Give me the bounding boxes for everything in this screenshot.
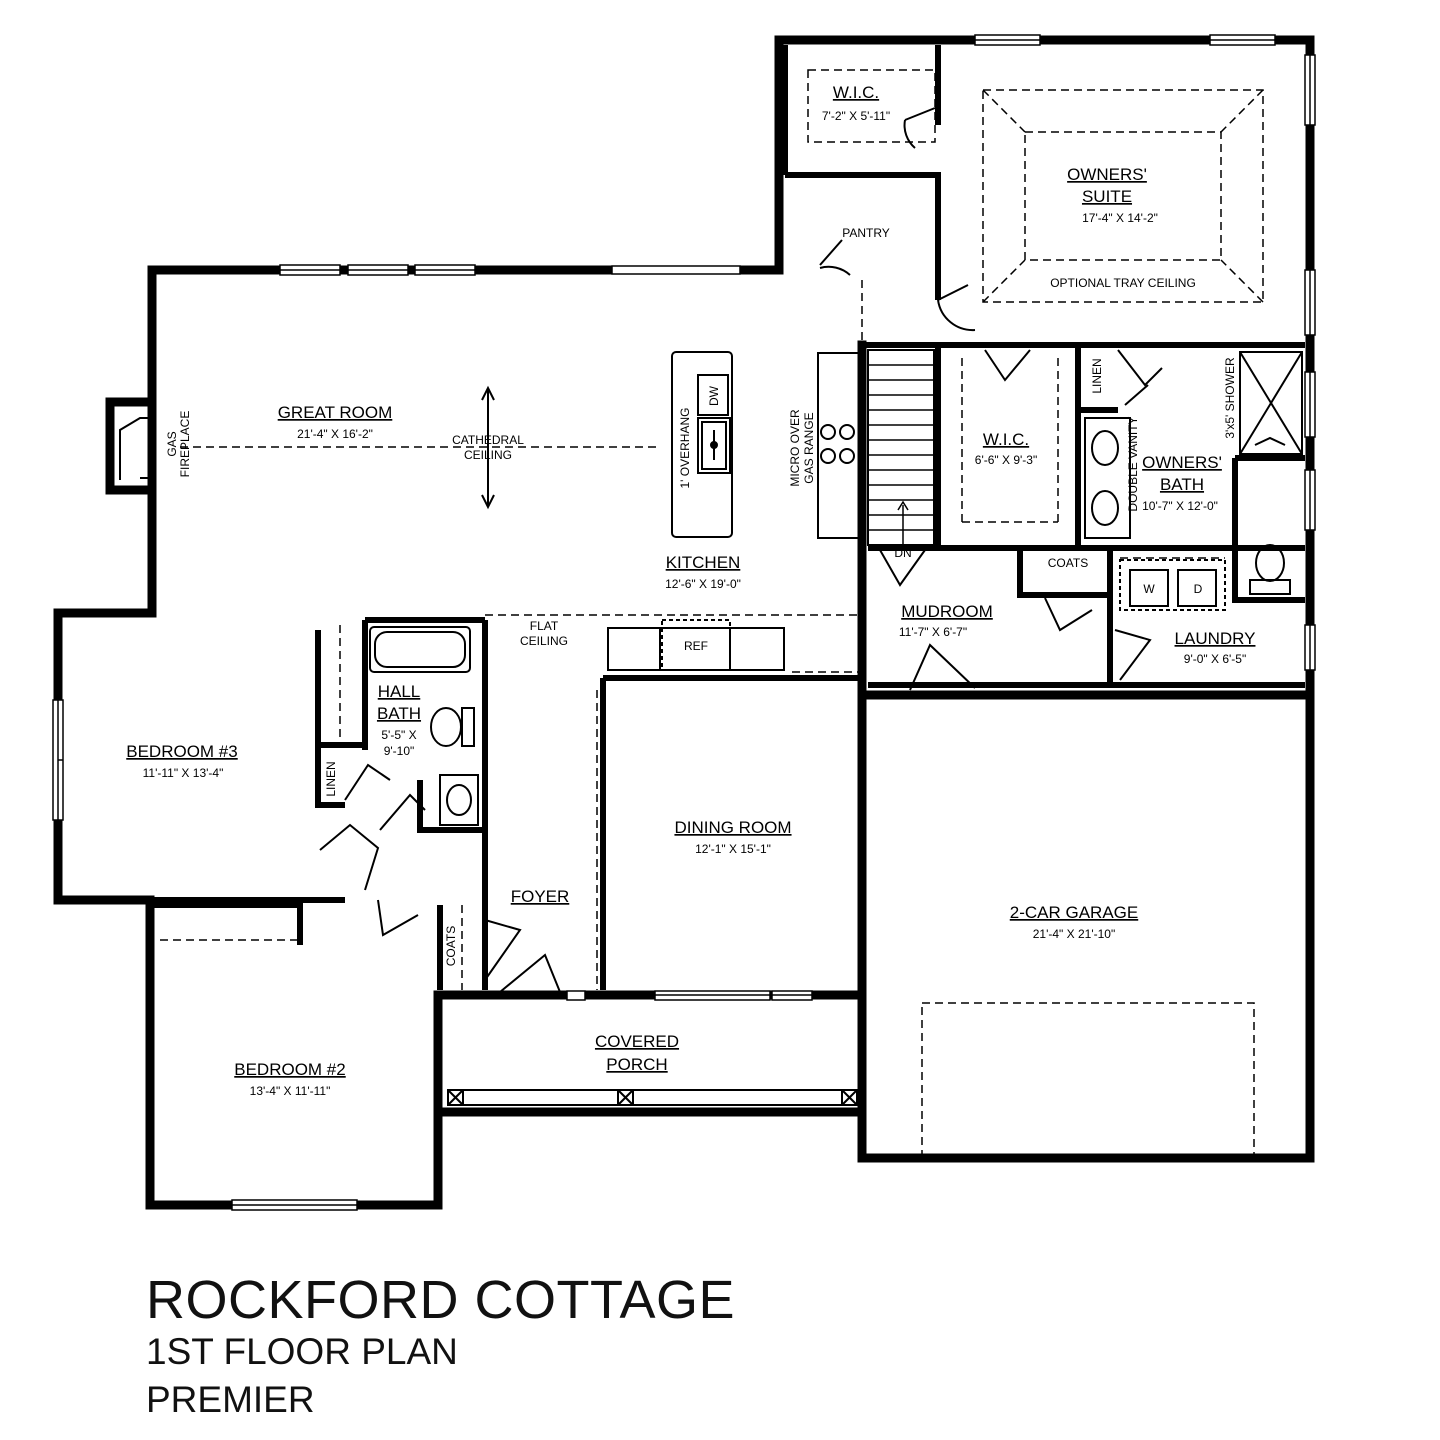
dn-label: DN	[894, 546, 911, 560]
micro-label-2: GAS RANGE	[802, 412, 816, 483]
interior-walls	[58, 45, 1305, 990]
pantry-label: PANTRY	[842, 226, 890, 240]
floor-plan-drawing: W.I.C. 7'-2" X 5'-11" OWNERS' SUITE 17'-…	[52, 34, 1316, 1211]
bath-fixtures	[369, 351, 1303, 826]
kitchen-dims: 12'-6" X 19'-0"	[665, 577, 741, 591]
washer-label: W	[1143, 582, 1155, 596]
dryer-label: D	[1194, 582, 1203, 596]
hall-bath-dims-2: 9'-10"	[384, 744, 415, 758]
garage-name: 2-CAR GARAGE	[1010, 903, 1138, 922]
bedroom2-dims: 13'-4" X 11'-11"	[250, 1084, 331, 1098]
owners-suite-name-2: SUITE	[1082, 187, 1132, 206]
kitchen-island	[671, 351, 733, 538]
dw-label: DW	[707, 385, 721, 406]
gas-fp-1: GAS	[165, 431, 179, 456]
owners-bath-name-2: BATH	[1160, 475, 1204, 494]
flat-ceiling-1: FLAT	[530, 619, 559, 633]
fireplace	[119, 417, 152, 480]
wic-top-dims: 7'-2" X 5'-11"	[822, 109, 890, 123]
doors	[319, 107, 1286, 993]
dashed-lines	[160, 69, 1264, 1159]
owners-bath-name-1: OWNERS'	[1142, 453, 1222, 472]
cathedral-1: CATHEDRAL	[452, 433, 524, 447]
plan-floor: 1ST FLOOR PLAN	[146, 1331, 458, 1372]
mudroom-name: MUDROOM	[901, 602, 993, 621]
windows	[52, 34, 1316, 1211]
linen-hall: LINEN	[324, 761, 338, 796]
stair	[857, 348, 935, 548]
plan-name: ROCKFORD COTTAGE	[146, 1270, 736, 1330]
owners-suite-dims: 17'-4" X 14'-2"	[1082, 211, 1158, 225]
mudroom-dims: 11'-7" X 6'-7"	[899, 625, 967, 639]
laundry-name: LAUNDRY	[1175, 629, 1256, 648]
title-block: ROCKFORD COTTAGE 1ST FLOOR PLAN PREMIER	[146, 1270, 735, 1426]
bedroom3-dims: 11'-11" X 13'-4"	[143, 766, 224, 780]
hall-bath-name-2: BATH	[377, 704, 421, 723]
coats-mud: COATS	[1048, 556, 1088, 570]
linen-bath: LINEN	[1090, 358, 1104, 393]
micro-label-1: MICRO OVER	[788, 409, 802, 487]
owners-suite-name-1: OWNERS'	[1067, 165, 1147, 184]
porch-columns	[447, 1089, 858, 1106]
plan-series: PREMIER	[146, 1379, 315, 1420]
hall-bath-name-1: HALL	[378, 682, 421, 701]
great-room-dims: 21'-4" X 16'-2"	[297, 427, 373, 441]
wic-top-name: W.I.C.	[833, 83, 879, 102]
ref-label: REF	[684, 639, 708, 653]
gas-fp-2: FIREPLACE	[178, 411, 192, 478]
bedroom3-name: BEDROOM #3	[126, 742, 237, 761]
coats-foyer: COATS	[444, 926, 458, 966]
cathedral-2: CEILING	[464, 448, 512, 462]
kitchen-counters	[607, 619, 785, 671]
flat-ceiling-2: CEILING	[520, 634, 568, 648]
shower-label: 3'x5' SHOWER	[1223, 357, 1237, 439]
wic-mid-dims: 6'-6" X 9'-3"	[975, 453, 1037, 467]
owners-bath-dims: 10'-7" X 12'-0"	[1142, 499, 1218, 513]
range-counter	[817, 352, 861, 539]
dining-dims: 12'-1" X 15'-1"	[695, 842, 771, 856]
hall-bath-dims-1: 5'-5" X	[381, 728, 416, 742]
laundry-dims: 9'-0" X 6'-5"	[1184, 652, 1246, 666]
tray-ceiling-note: OPTIONAL TRAY CEILING	[1050, 276, 1196, 290]
wic-mid-name: W.I.C.	[983, 430, 1029, 449]
garage-dims: 21'-4" X 21'-10"	[1033, 927, 1115, 941]
dining-name: DINING ROOM	[674, 818, 791, 837]
overhang-label: 1' OVERHANG	[678, 408, 692, 489]
great-room-name: GREAT ROOM	[278, 403, 393, 422]
cathedral-arrow	[481, 385, 495, 510]
bedroom2-name: BEDROOM #2	[234, 1060, 345, 1079]
labels: W.I.C. 7'-2" X 5'-11" OWNERS' SUITE 17'-…	[126, 83, 1255, 1098]
double-vanity: DOUBLE VANITY	[1126, 416, 1140, 511]
porch-name-2: PORCH	[606, 1055, 667, 1074]
foyer-name: FOYER	[511, 887, 570, 906]
kitchen-name: KITCHEN	[666, 553, 741, 572]
porch-name-1: COVERED	[595, 1032, 679, 1051]
